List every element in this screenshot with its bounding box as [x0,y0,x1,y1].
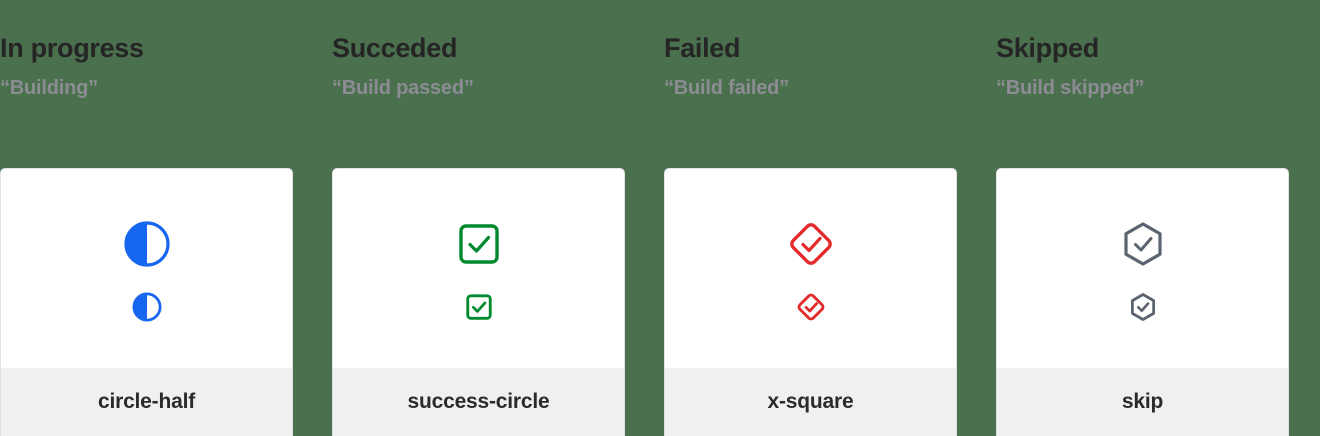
icon-card-success-circle[interactable]: success-circle [332,168,625,436]
column-title: Skipped [996,33,1099,63]
icon-preview-area [997,169,1288,368]
icon-card-footer: circle-half [1,368,292,436]
icon-preview-area [1,169,292,368]
column-subtitle: “Build skipped” [996,76,1145,99]
skip-icon [1123,221,1162,266]
status-column-succeded: Succeded “Build passed” success-circle [330,0,660,436]
icon-preview-area [665,169,956,368]
icon-card-circle-half[interactable]: circle-half [0,168,293,436]
icon-card-skip[interactable]: skip [996,168,1289,436]
circle-half-icon [132,292,161,321]
icon-card-footer: success-circle [333,368,624,436]
icon-card-footer: skip [997,368,1288,436]
icon-card-x-square[interactable]: x-square [664,168,957,436]
status-column-skipped: Skipped “Build skipped” skip [990,0,1320,436]
column-header-skipped: Skipped “Build skipped” [990,0,1320,99]
column-title: Succeded [332,33,458,63]
column-header-failed: Failed “Build failed” [660,0,990,99]
column-subtitle: “Build passed” [332,76,474,99]
column-header-in-progress: In progress “Building” [0,0,330,99]
icon-name-label: circle-half [97,390,195,413]
column-subtitle: “Build failed” [664,76,789,99]
success-circle-icon [465,293,492,320]
column-title: In progress [0,33,144,63]
status-column-in-progress: In progress “Building” circle-half [0,0,330,436]
icon-name-label: skip [1121,390,1164,413]
icon-preview-area [333,169,624,368]
x-square-icon [797,293,824,320]
icon-name-label: x-square [767,390,854,413]
success-circle-icon [458,223,499,264]
circle-half-icon [123,220,170,267]
column-title: Failed [664,33,741,63]
icon-card-footer: x-square [665,368,956,436]
skip-icon [1130,292,1155,321]
icon-name-label: success-circle [407,390,550,413]
status-column-failed: Failed “Build failed” x-squ [660,0,990,436]
column-header-succeded: Succeded “Build passed” [330,0,660,99]
column-subtitle: “Building” [0,76,98,99]
x-square-icon [789,222,832,265]
